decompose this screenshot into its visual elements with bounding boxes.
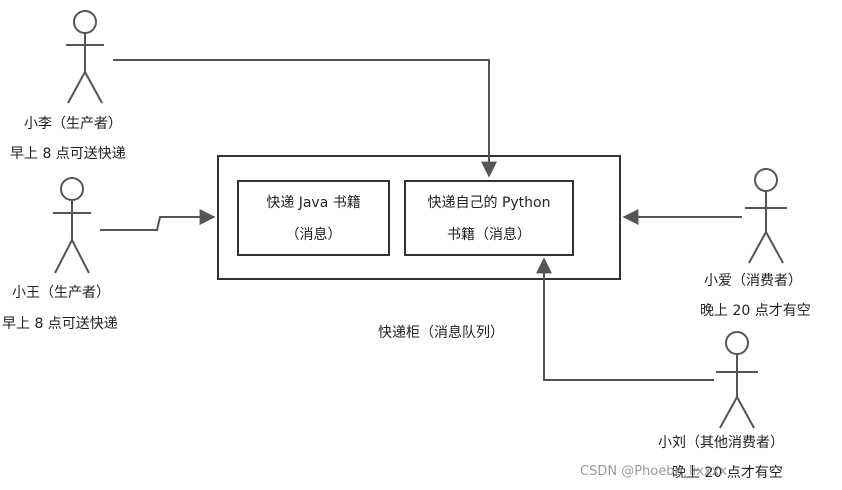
message-java-line2: （消息） [285, 227, 342, 243]
actor-liu-name: 小刘（其他消费者） [658, 435, 784, 451]
actor-wang-name: 小王（生产者） [12, 285, 110, 301]
actor-li-note: 早上 8 点可送快递 [10, 146, 126, 162]
actor-wang-figure [53, 177, 91, 274]
message-python-text: 快递自己的 Python 书籍（消息） [405, 187, 573, 251]
actor-ai-note: 晚上 20 点才有空 [700, 303, 811, 319]
arrow-liu-to-queue [536, 257, 714, 381]
message-box-python [404, 180, 574, 256]
actor-li-name: 小李（生产者） [24, 116, 122, 132]
actor-liu-figure [716, 331, 758, 429]
actor-ai-name: 小爱（消费者） [704, 273, 802, 289]
message-python-line1: 快递自己的 Python [427, 195, 551, 211]
watermark: CSDN @Phoebe_lixxxx [580, 464, 727, 479]
message-box-java [237, 180, 390, 256]
message-java-line1: 快递 Java 书籍 [266, 195, 361, 211]
queue-box [217, 155, 621, 280]
queue-label: 快递柜（消息队列） [378, 325, 504, 341]
actor-liu-note: 晚上 20 点才有空 [672, 465, 783, 481]
actor-ai-figure [745, 168, 787, 264]
message-python-line2: 书籍（消息） [447, 227, 531, 243]
message-java-text: 快递 Java 书籍 （消息） [238, 187, 389, 251]
arrow-li-to-queue [113, 59, 497, 178]
actor-li-figure [66, 10, 104, 104]
arrow-wang-to-queue [100, 209, 216, 231]
actor-wang-note: 早上 8 点可送快递 [2, 316, 118, 332]
